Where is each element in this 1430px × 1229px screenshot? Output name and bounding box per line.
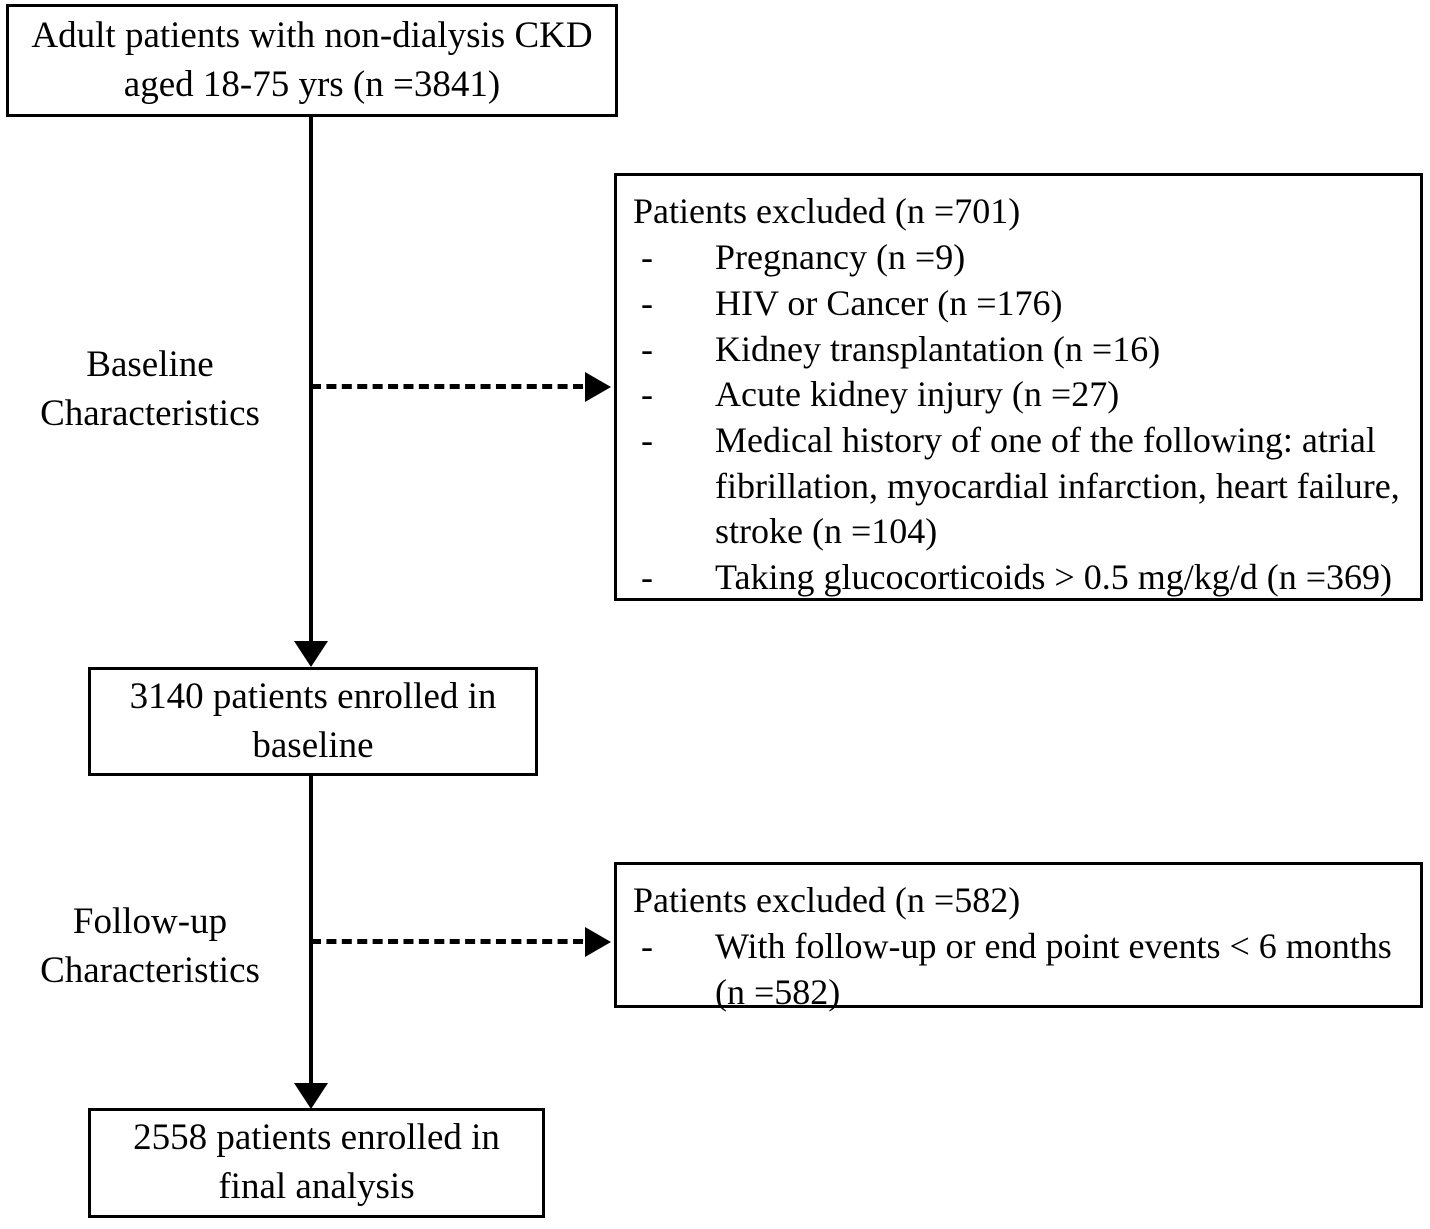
node-final-line1: 2558 patients enrolled in xyxy=(133,1117,500,1159)
node-baseline-enrolled: 3140 patients enrolled in baseline xyxy=(88,667,538,776)
exclusion-1-title: Patients excluded (n =701) xyxy=(633,191,1021,231)
bullet-dash-icon: - xyxy=(641,374,653,415)
exclusion-1-list: - Pregnancy (n =9) - HIV or Cancer (n =1… xyxy=(633,235,1410,601)
node-baseline-line2: baseline xyxy=(252,724,374,766)
exclusion-1-item-text: Acute kidney injury (n =27) xyxy=(715,374,1120,415)
exclusion-1-item-text: Taking glucocorticoids > 0.5 mg/kg/d (n … xyxy=(715,557,1392,598)
node-baseline-line1: 3140 patients enrolled in xyxy=(129,675,497,717)
stage-label-followup-line2: Characteristics xyxy=(40,950,260,992)
arrowhead-down-final-icon xyxy=(294,1083,328,1109)
connector-trunk-baseline xyxy=(309,116,313,648)
bullet-dash-icon: - xyxy=(641,557,653,598)
stage-label-followup-line1: Follow-up xyxy=(72,901,228,942)
exclusion-1-item: - Taking glucocorticoids > 0.5 mg/kg/d (… xyxy=(633,555,1410,601)
stage-label-baseline-line2: Characteristics xyxy=(40,393,260,435)
stage-label-baseline: Baseline Characteristics xyxy=(0,340,300,438)
exclusion-1-item-text: Pregnancy (n =9) xyxy=(715,237,966,278)
bullet-dash-icon: - xyxy=(641,328,653,369)
exclusion-1-item: - HIV or Cancer (n =176) xyxy=(633,281,1410,327)
exclusion-2-item: - With follow-up or end point events < 6… xyxy=(633,924,1410,1015)
node-source-population: Adult patients with non-dialysis CKD age… xyxy=(6,4,618,117)
arrowhead-right-exclusion-2-icon xyxy=(585,927,611,957)
connector-trunk-final xyxy=(309,776,313,1090)
exclusion-1-item: - Acute kidney injury (n =27) xyxy=(633,372,1410,418)
node-source-line2: aged 18-75 yrs (n =3841) xyxy=(123,63,501,105)
exclusion-2-title: Patients excluded (n =582) xyxy=(633,880,1021,920)
bullet-dash-icon: - xyxy=(641,926,653,967)
exclusion-2-item-text: With follow-up or end point events < 6 m… xyxy=(715,926,1392,1012)
arrowhead-right-exclusion-1-icon xyxy=(585,372,611,402)
bullet-dash-icon: - xyxy=(641,282,653,323)
node-source-line1: Adult patients with non-dialysis CKD xyxy=(31,14,593,56)
exclusion-1-item-text: Medical history of one of the following:… xyxy=(715,419,1400,552)
exclusion-1-item: - Medical history of one of the followin… xyxy=(633,418,1410,555)
bullet-dash-icon: - xyxy=(641,419,653,460)
stage-label-followup: Follow-up Characteristics xyxy=(0,897,300,995)
bullet-dash-icon: - xyxy=(641,237,653,278)
exclusion-1-item: - Kidney transplantation (n =16) xyxy=(633,327,1410,373)
exclusion-1-item-text: Kidney transplantation (n =16) xyxy=(715,328,1161,369)
exclusion-1-item: - Pregnancy (n =9) xyxy=(633,235,1410,281)
exclusion-1-item-text: HIV or Cancer (n =176) xyxy=(715,282,1063,323)
exclusion-panel-baseline: Patients excluded (n =701) - Pregnancy (… xyxy=(614,173,1423,601)
arrowhead-down-baseline-icon xyxy=(294,641,328,667)
node-final-line2: final analysis xyxy=(218,1166,415,1207)
connector-dashed-exclusion-2 xyxy=(311,939,583,944)
connector-dashed-exclusion-1 xyxy=(311,384,583,389)
exclusion-2-list: - With follow-up or end point events < 6… xyxy=(633,924,1410,1015)
exclusion-panel-followup: Patients excluded (n =582) - With follow… xyxy=(614,862,1423,1012)
node-final-analysis: 2558 patients enrolled in final analysis xyxy=(88,1108,545,1218)
stage-label-baseline-line1: Baseline xyxy=(86,344,214,385)
